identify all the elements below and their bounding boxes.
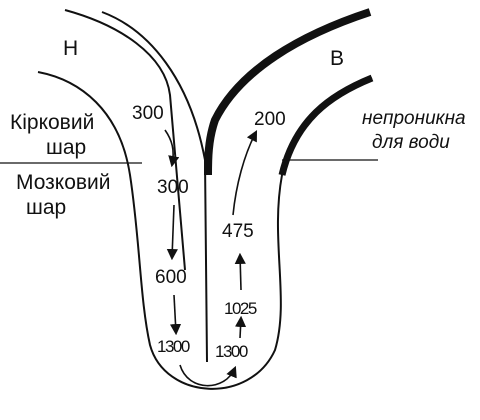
arrow-asc-2	[234, 252, 246, 291]
asc-value-3: 475	[222, 221, 254, 242]
medulla-label-part-0: Мозковий	[16, 171, 111, 194]
arrow-desc-3	[169, 294, 182, 336]
asc-value-4: 200	[254, 109, 286, 130]
cortex-label-part-1: шар	[46, 136, 87, 159]
asc-value-2: 1025	[224, 299, 257, 318]
medulla-label-part-1: шар	[26, 196, 67, 219]
arrow-desc-1	[164, 129, 180, 168]
desc-value-3: 600	[155, 267, 187, 288]
ascending-inner-wall-thick	[204, 8, 372, 176]
descending-limb-label: Н	[63, 37, 79, 60]
arrow-desc-2	[166, 204, 178, 261]
desc-value-2: 300	[157, 177, 189, 198]
cortex-label-part-0: Кірковий	[10, 111, 95, 134]
descending-inner-wall	[101, 11, 208, 363]
outer-wall-left	[64, 9, 186, 271]
desc-value-4: 1300	[157, 337, 190, 356]
arrow-bottom-turn	[179, 364, 237, 387]
desc-value-1: 300	[132, 103, 164, 124]
ascending-outer-wall-thick	[278, 74, 374, 176]
arrow-asc-3	[232, 130, 258, 216]
impermeable-label-line2: для води	[372, 132, 450, 153]
ascending-limb-label: В	[330, 47, 345, 70]
impermeable-label-line1: непроникна	[362, 108, 466, 129]
arrow-asc-1	[234, 315, 247, 339]
asc-value-1: 1300	[215, 342, 248, 361]
